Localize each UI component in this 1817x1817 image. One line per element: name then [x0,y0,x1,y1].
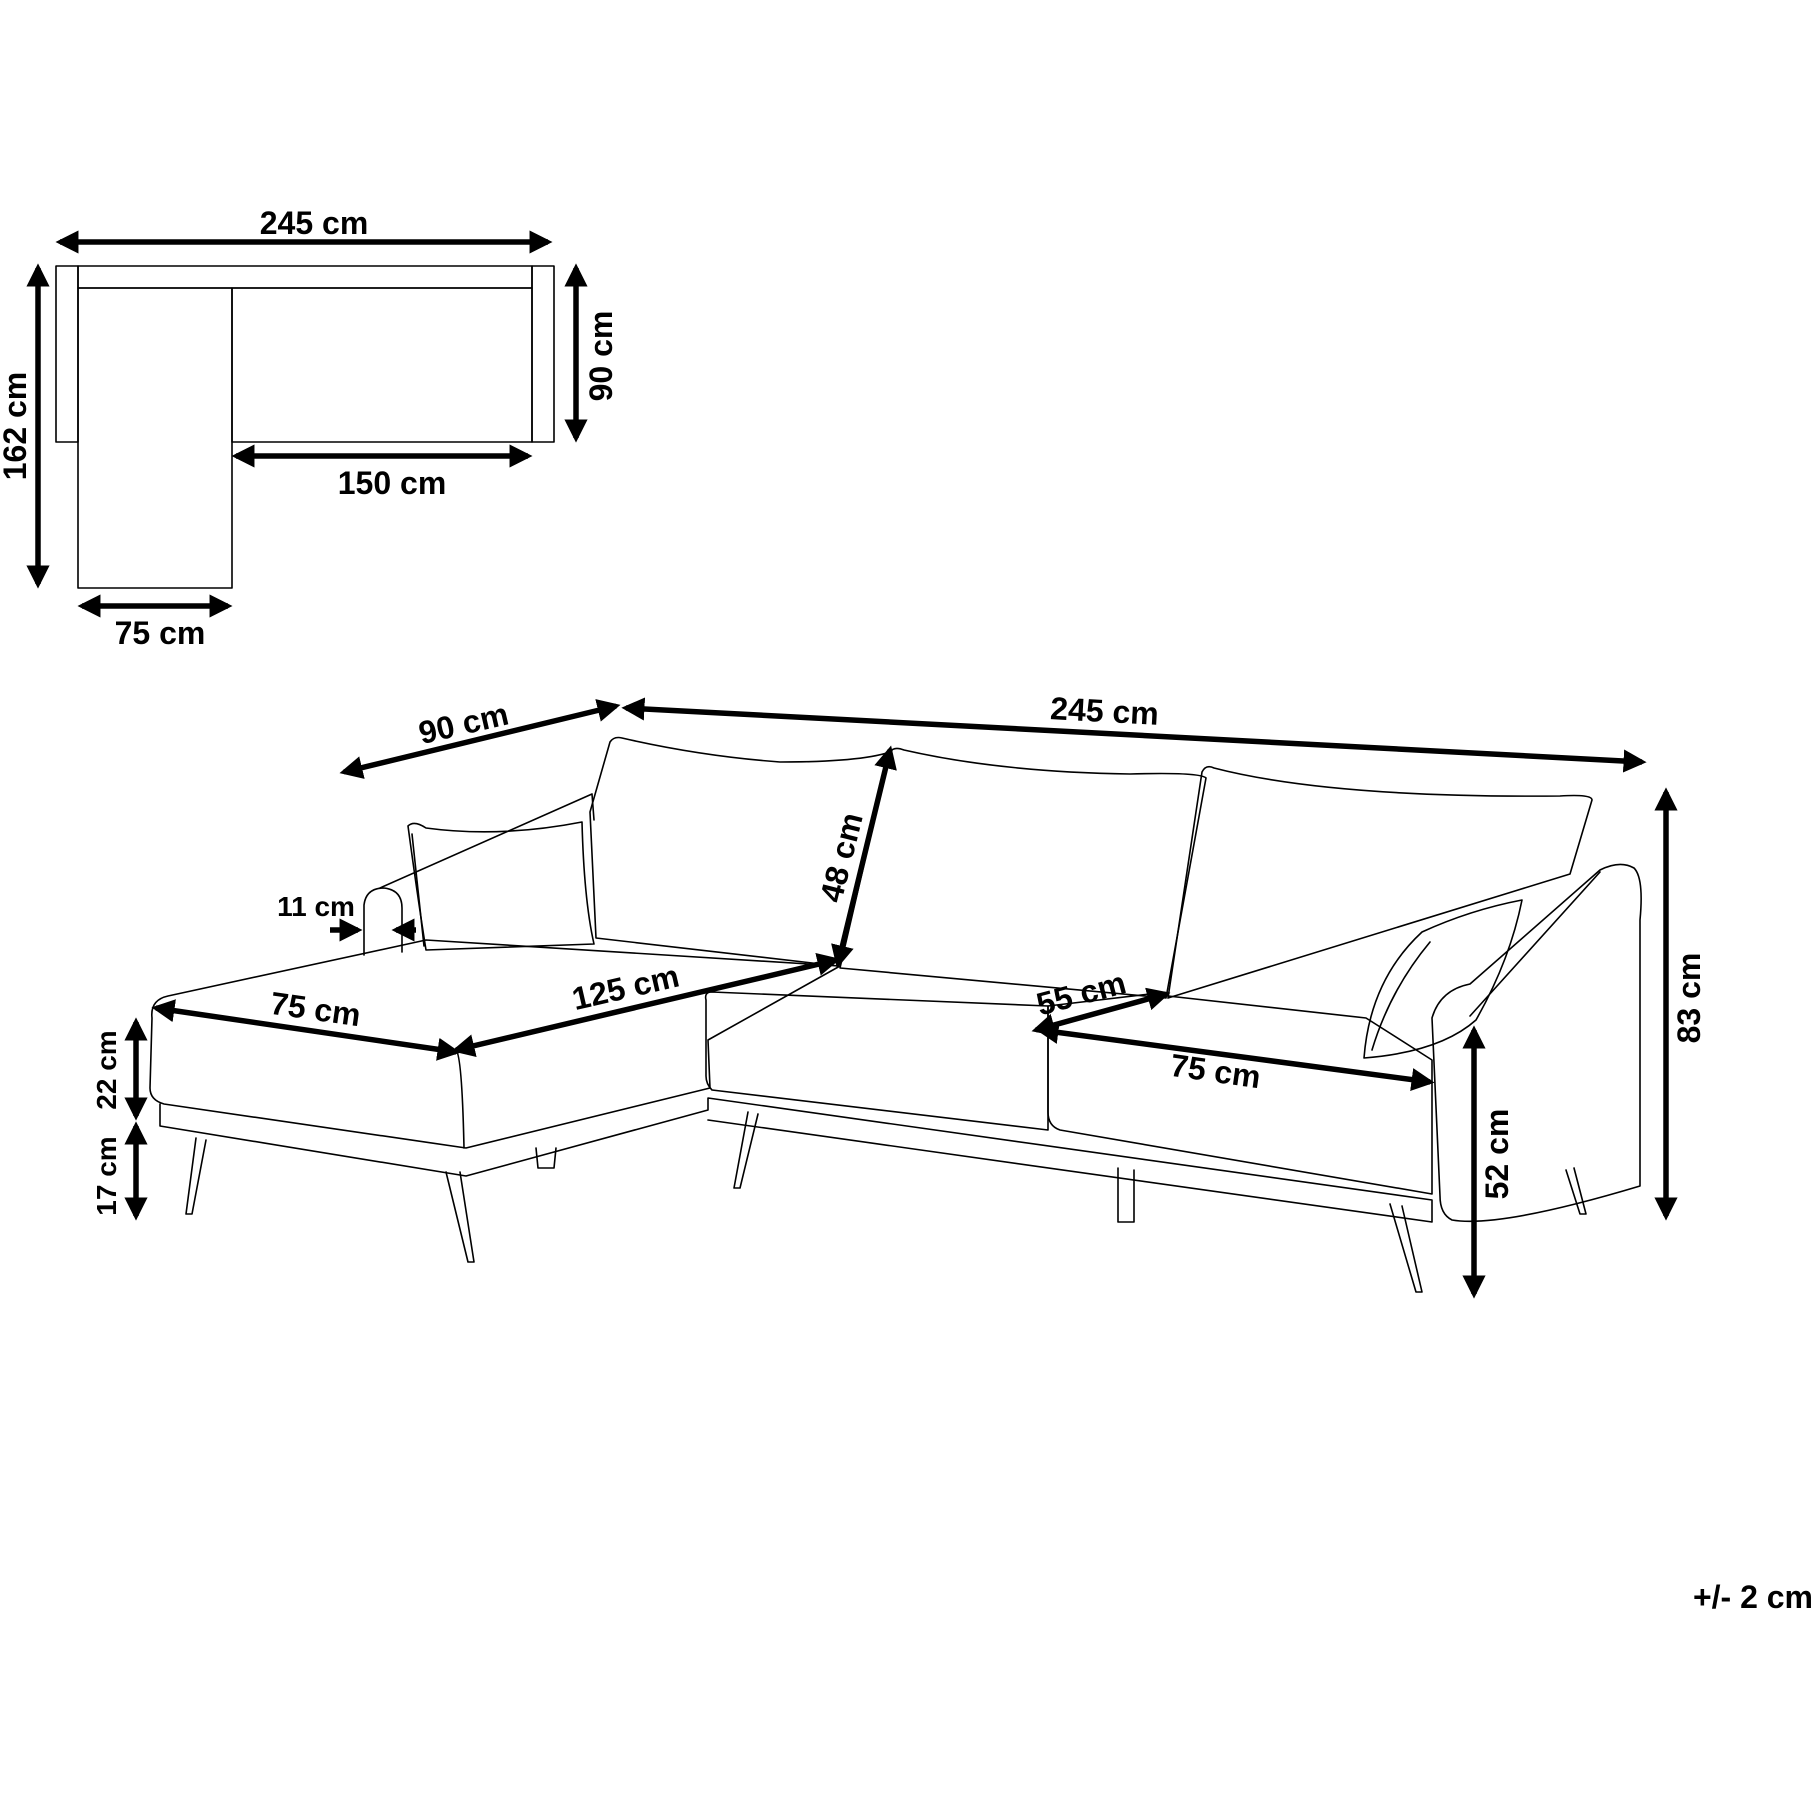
leg-center-back [535,1147,557,1169]
top-sofa-length-label: 150 cm [338,465,447,501]
back-height-arrow [831,745,897,969]
seat-width-label: 75 cm [1168,1047,1263,1095]
cushion-height-label: 22 cm [91,1030,122,1109]
right-armrest [1431,863,1642,1223]
back-cushion-middle [839,747,1207,999]
throw-pillow-left [407,821,595,951]
leg-front-chaise [445,1171,475,1263]
armrest-label: 11 cm [277,891,355,922]
top-chaise-width-label: 75 cm [115,615,206,651]
left-armrest [363,887,403,956]
total-width-arrow [621,697,1647,773]
seat-height-label: 52 cm [1479,1109,1515,1200]
back-depth-arrow [339,699,621,779]
sofa-base [159,1097,1433,1223]
seat-cushion-right [1047,993,1433,1195]
top-depth-label: 162 cm [0,372,33,481]
leg-back-right [1565,1167,1587,1215]
leg-height-label: 17 cm [91,1136,122,1215]
throw-pillow-right [1363,899,1523,1059]
top-view-outline [55,265,555,589]
back-cushion-right [1167,765,1593,999]
tolerance-note: +/- 2 cm [1693,1579,1813,1615]
chaise-seat-cushion [149,939,841,1149]
leg-front-right [1389,1203,1423,1293]
sofa-drawing [149,736,1642,1293]
leg-center-front [1117,1167,1135,1223]
total-width-label: 245 cm [1049,690,1159,732]
front-view-dimensions: 90 cm 245 cm 48 cm 11 cm 75 cm 125 cm 55… [91,690,1707,1299]
top-view-diagram: 245 cm 162 cm 90 cm 150 cm 75 cm [0,205,619,651]
top-width-label: 245 cm [260,205,369,241]
total-height-label: 83 cm [1671,953,1707,1044]
top-seat-depth-label: 90 cm [583,311,619,402]
chaise-seat-width-arrow [151,999,461,1061]
seat-depth-label: 55 cm [1033,964,1130,1022]
leg-front-left [185,1137,207,1215]
leg-front-middle [733,1111,759,1189]
chaise-length-arrow [451,953,841,1057]
seat-width-arrow [1035,1020,1435,1092]
